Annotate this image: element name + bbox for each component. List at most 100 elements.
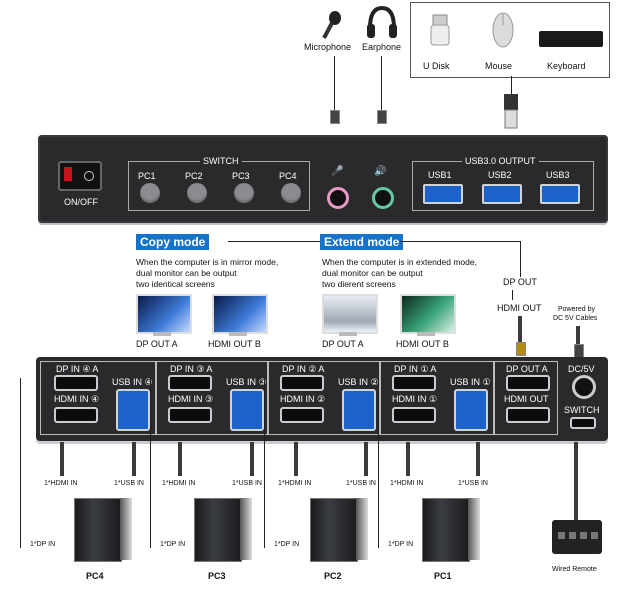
extend-dp-out-a-label: DP OUT A (322, 339, 364, 349)
headphone-icon (366, 5, 398, 40)
mic-jack[interactable] (327, 187, 349, 209)
hdmi-in-1-port[interactable] (392, 407, 436, 423)
pc3-usb-label: 1*USB IN (232, 480, 262, 487)
usb1-port[interactable] (423, 184, 463, 204)
pc2-tower (310, 498, 358, 562)
usb-in-3-port[interactable] (230, 389, 264, 431)
input-group-pc4 (40, 361, 156, 435)
copy-mode-title: Copy mode (136, 234, 210, 250)
pc4-hdmi-label: 1*HDMI IN (44, 480, 78, 487)
extend-mode-desc-2: dual monitor can be output (322, 268, 423, 278)
pc1-button-label: PC1 (138, 171, 156, 181)
pc3-dp-label: 1*DP IN (160, 541, 186, 548)
pc4-dp-label: 1*DP IN (30, 541, 56, 548)
usb2-label: USB2 (488, 170, 512, 180)
udisk-label: U Disk (423, 61, 450, 71)
pc2-usb-label: 1*USB IN (346, 480, 376, 487)
dc-label: DC/5V (568, 364, 595, 374)
usb-plug-icon (502, 94, 520, 130)
pc3-button-label: PC3 (232, 171, 250, 181)
dp-in-2-port[interactable] (280, 375, 324, 391)
copy-dp-out-a-label: DP OUT A (136, 339, 178, 349)
microphone-label: Microphone (304, 42, 352, 52)
dc-jack[interactable] (572, 375, 596, 399)
dp-out-label: DP OUT (503, 277, 537, 287)
pc4-button-label: PC4 (279, 171, 297, 181)
usb-in-2-port[interactable] (342, 389, 376, 431)
dp-in-4-label: DP IN ④ A (56, 364, 99, 374)
copy-mode-desc-2: dual monitor can be output (136, 268, 237, 278)
hdmi-out-label: HDMI OUT (497, 303, 542, 313)
extend-monitor-a (322, 294, 378, 334)
onoff-label: ON/OFF (64, 197, 98, 207)
hdmi-in-4-port[interactable] (54, 407, 98, 423)
power-switch[interactable] (58, 161, 102, 191)
copy-mode-desc-3: two identical screens (136, 279, 215, 289)
power-note-1: Powered by (558, 306, 595, 313)
usb-in-4-port[interactable] (116, 389, 150, 431)
extend-monitor-b (400, 294, 456, 334)
extend-hdmi-out-b-label: HDMI OUT B (396, 339, 449, 349)
pc2-button[interactable] (187, 183, 207, 203)
dp-in-1-label: DP IN ① A (394, 364, 437, 374)
usb-in-4-label: USB IN ④ (112, 377, 153, 387)
extend-mode-title: Extend mode (320, 234, 404, 250)
switch-title: SWITCH (200, 156, 242, 166)
mouse-label: Mouse (485, 61, 513, 71)
extend-mode-desc-3: two dierent screens (322, 279, 396, 289)
usb2-port[interactable] (482, 184, 522, 204)
pc2-button-label: PC2 (185, 171, 203, 181)
hdmi-in-4-label: HDMI IN ④ (54, 394, 100, 404)
usb-in-1-port[interactable] (454, 389, 488, 431)
kvm-front-panel: ON/OFF SWITCH PC1 PC2 PC3 PC4 🎤 🔊 USB3.0… (38, 135, 608, 223)
input-group-pc2 (268, 361, 380, 435)
usb-in-3-label: USB IN ③ (226, 377, 267, 387)
pc2-label: PC2 (324, 571, 342, 581)
switch-port-label: SWITCH (564, 405, 600, 415)
pc1-label: PC1 (434, 571, 452, 581)
copy-monitor-b (212, 294, 268, 334)
hdmi-in-2-port[interactable] (280, 407, 324, 423)
pc3-hdmi-label: 1*HDMI IN (162, 480, 196, 487)
pc3-button[interactable] (234, 183, 254, 203)
kvm-rear-panel: DP IN ④ A HDMI IN ④ USB IN ④ DP IN ③ A H… (36, 357, 608, 441)
power-note-2: DC 5V Cables (553, 315, 598, 322)
hdmi-out-port[interactable] (506, 407, 550, 423)
pc1-tower (422, 498, 470, 562)
speaker-icon: 🔊 (374, 166, 387, 177)
earphone-label: Earphone (362, 42, 402, 52)
usb-output-title: USB3.0 OUTPUT (462, 156, 539, 166)
copy-mode-desc-1: When the computer is in mirror mode, (136, 257, 279, 267)
usb-in-2-label: USB IN ② (338, 377, 379, 387)
usb-in-1-label: USB IN ① (450, 377, 491, 387)
mouse-icon (491, 11, 515, 49)
pc2-hdmi-label: 1*HDMI IN (278, 480, 312, 487)
pc4-usb-label: 1*USB IN (114, 480, 144, 487)
pc4-button[interactable] (281, 183, 301, 203)
pc3-tower (194, 498, 242, 562)
usb3-port[interactable] (540, 184, 580, 204)
pc4-label: PC4 (86, 571, 104, 581)
hdmi-in-3-label: HDMI IN ③ (168, 394, 214, 404)
copy-monitor-a (136, 294, 192, 334)
dp-out-a-port[interactable] (506, 375, 550, 391)
dp-in-4-port[interactable] (54, 375, 98, 391)
remote-switch-port[interactable] (570, 417, 596, 429)
pc1-dp-label: 1*DP IN (388, 541, 414, 548)
usb-stick-icon (427, 13, 453, 47)
dp-in-3-label: DP IN ③ A (170, 364, 213, 374)
dp-in-1-port[interactable] (392, 375, 436, 391)
pc1-hdmi-label: 1*HDMI IN (390, 480, 424, 487)
dp-out-a-label: DP OUT A (506, 364, 548, 374)
output-group (494, 361, 558, 435)
usb1-label: USB1 (428, 170, 452, 180)
peripherals-box: U Disk Mouse Keyboard (410, 2, 610, 78)
dp-in-3-port[interactable] (168, 375, 212, 391)
earphone-jack[interactable] (372, 187, 394, 209)
pc1-button[interactable] (140, 183, 160, 203)
hdmi-in-3-port[interactable] (168, 407, 212, 423)
wired-remote-label: Wired Remote (552, 566, 597, 573)
wired-remote[interactable] (552, 520, 602, 554)
extend-mode-desc-1: When the computer is in extended mode, (322, 257, 477, 267)
hdmi-out-panel-label: HDMI OUT (504, 394, 549, 404)
